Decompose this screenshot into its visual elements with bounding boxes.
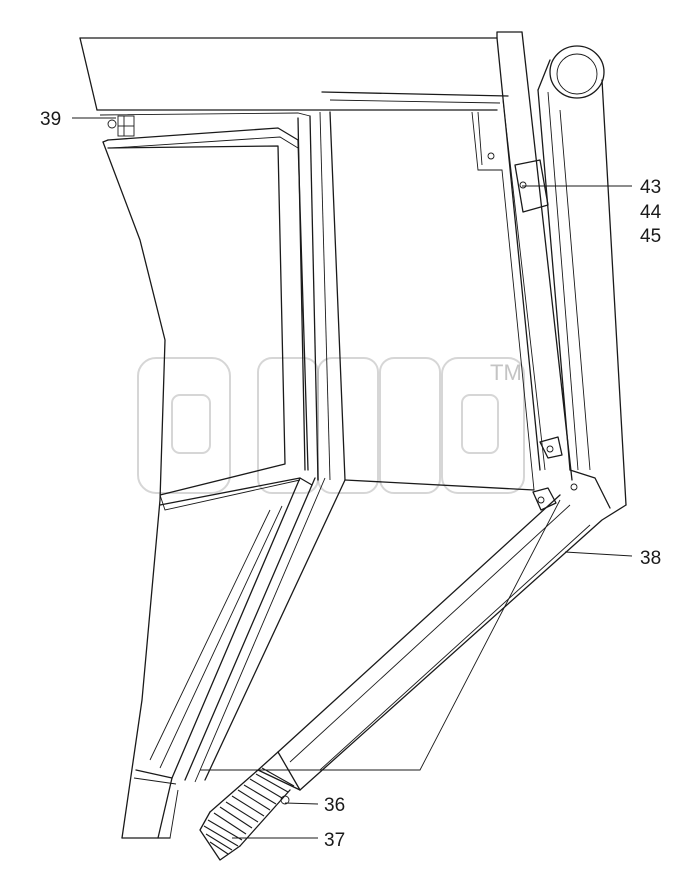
watermark-logo: TM bbox=[137, 357, 525, 494]
callout-labels: 39 43 44 45 38 36 37 bbox=[40, 109, 662, 851]
door-pillar bbox=[471, 31, 573, 491]
callout-38: 38 bbox=[640, 548, 661, 569]
callout-45: 45 bbox=[640, 226, 661, 247]
handrail-tube bbox=[277, 45, 627, 791]
hose-ribs bbox=[203, 767, 295, 855]
callout-43: 43 bbox=[640, 177, 661, 198]
roof-panel bbox=[79, 37, 509, 111]
door-frame bbox=[99, 111, 561, 839]
leader-lines bbox=[72, 117, 633, 839]
callout-39: 39 bbox=[40, 109, 61, 130]
watermark-trademark: TM bbox=[490, 360, 522, 385]
callout-37: 37 bbox=[324, 830, 345, 851]
hose-connector bbox=[199, 751, 301, 861]
callout-36: 36 bbox=[324, 795, 345, 816]
callout-44: 44 bbox=[640, 202, 662, 223]
